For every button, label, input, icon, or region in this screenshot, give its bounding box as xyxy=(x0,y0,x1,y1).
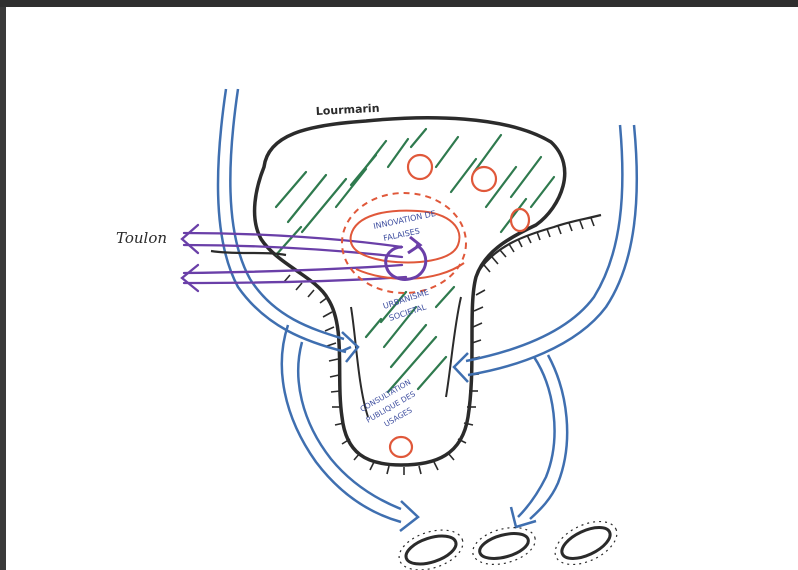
boundary-line xyxy=(211,251,286,255)
innovation-circle-arc xyxy=(356,263,464,279)
water-channel-right-down xyxy=(518,357,555,517)
island-3 xyxy=(548,513,623,570)
city-label-top: Lourmarin xyxy=(315,102,379,118)
village-circle xyxy=(408,155,432,179)
islands xyxy=(394,513,623,570)
sketch-page: Lourmarin Toulon INNOVATION DE FALAISES … xyxy=(6,7,798,570)
village-circle xyxy=(472,167,496,191)
water-channel-right-inner xyxy=(466,125,622,361)
green-hatching xyxy=(276,129,554,392)
viewer-top-bar xyxy=(0,0,798,7)
island-1 xyxy=(394,523,468,570)
water-arrow-bottom-left-head xyxy=(400,501,418,531)
village-circle xyxy=(390,437,412,457)
cycle-arrow-head xyxy=(408,237,420,253)
city-label-left: Toulon xyxy=(116,229,167,247)
sketch-diagram: Lourmarin Toulon INNOVATION DE FALAISES … xyxy=(6,7,798,570)
village-circle xyxy=(511,209,529,231)
water-arrow-right-head xyxy=(454,353,468,382)
island-2 xyxy=(469,521,540,570)
